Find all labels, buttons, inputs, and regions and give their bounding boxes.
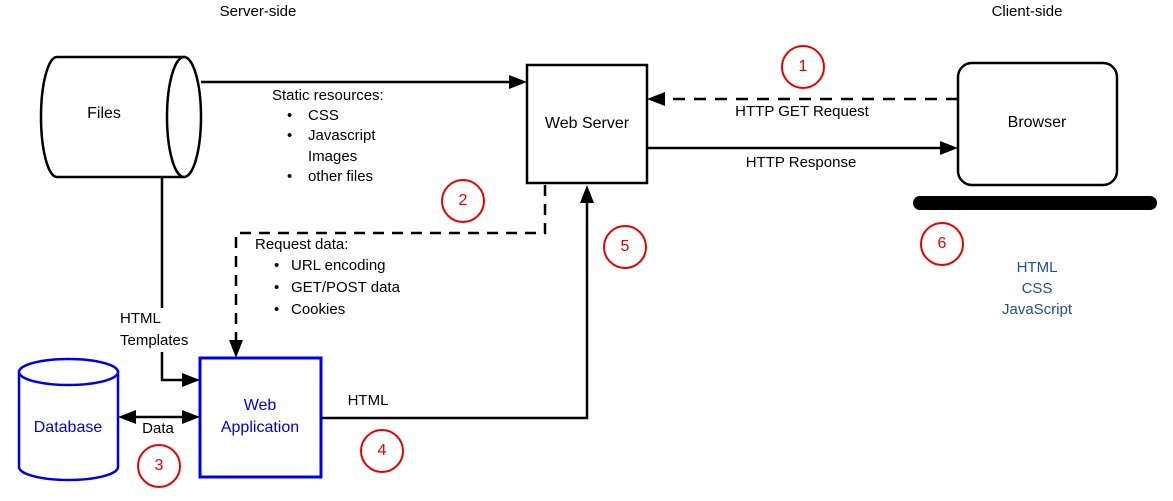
web-server-label: Web Server	[544, 115, 630, 132]
static-resources-title: Static resources:	[272, 87, 384, 104]
step-marker-4: 4	[360, 429, 404, 473]
list-item: URL encoding	[255, 255, 400, 278]
request-data-note: Request data: URL encoding GET/POST data…	[255, 237, 400, 322]
edge-request-data	[229, 185, 547, 358]
list-item: Cookies	[255, 299, 400, 322]
edge-data-bidirectional	[118, 410, 200, 424]
step-marker-2: 2	[441, 179, 485, 223]
web-application-label: Web Application	[221, 395, 299, 439]
list-item: CSS	[272, 106, 384, 127]
html-templates-label-line2: Templates	[120, 332, 189, 349]
edge-http-get-request	[647, 92, 958, 106]
static-resources-list: CSS Javascript Images other files	[272, 106, 384, 188]
browser-label: Browser	[1007, 114, 1067, 131]
server-side-title: Server-side	[219, 3, 297, 20]
step-marker-6: 6	[920, 222, 964, 266]
static-resources-note: Static resources: CSS Javascript Images …	[272, 88, 384, 188]
list-item: Javascript	[272, 126, 384, 147]
http-response-label: HTTP Response	[745, 154, 857, 171]
list-item: GET/POST data	[255, 277, 400, 300]
edge-files-to-webserver	[201, 75, 527, 89]
web-application-label-line1: Web	[243, 397, 277, 414]
edge-html-templates	[160, 178, 200, 387]
list-item: other files	[272, 167, 384, 188]
database-label: Database	[33, 419, 103, 436]
http-get-request-label: HTTP GET Request	[735, 103, 869, 120]
client-output-stack: HTML CSS JavaScript	[1002, 257, 1072, 320]
step-marker-5: 5	[603, 225, 647, 269]
database-cylinder	[17, 357, 120, 482]
data-edge-label: Data	[142, 420, 174, 437]
client-side-title: Client-side	[991, 3, 1063, 20]
step-marker-1: 1	[781, 45, 825, 89]
files-cylinder	[39, 55, 203, 179]
browser-box	[956, 61, 1119, 187]
client-output-html: HTML	[1016, 259, 1058, 276]
edge-http-response	[647, 141, 958, 155]
step-marker-3: 3	[137, 444, 181, 488]
request-data-list: URL encoding GET/POST data Cookies	[255, 255, 400, 322]
html-templates-label-line1: HTML	[120, 310, 161, 327]
list-item: Images	[308, 147, 358, 165]
request-data-title: Request data:	[255, 236, 349, 253]
files-label: Files	[87, 105, 121, 122]
laptop-base-shape	[913, 196, 1157, 210]
client-output-javascript: JavaScript	[1001, 301, 1073, 318]
edge-html-to-webserver	[321, 185, 594, 420]
html-templates-label: HTML Templates	[118, 308, 191, 352]
html-edge-label: HTML	[347, 392, 389, 409]
web-server-box	[525, 63, 649, 185]
web-application-label-line2: Application	[220, 419, 300, 436]
client-output-css: CSS	[1021, 280, 1053, 297]
